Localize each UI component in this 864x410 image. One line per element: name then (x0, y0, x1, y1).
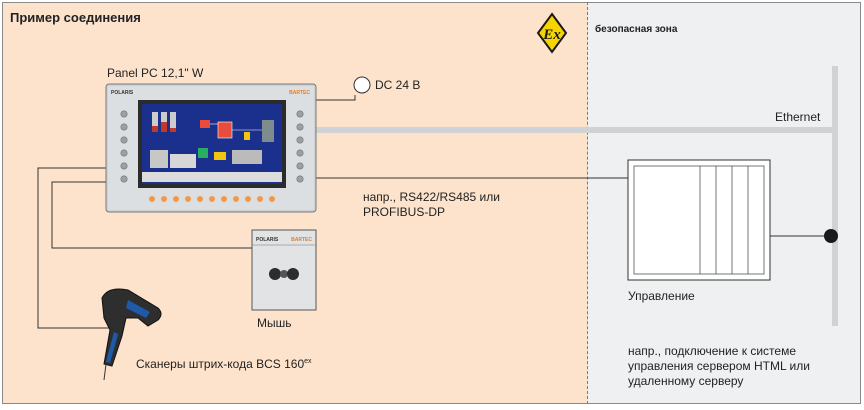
serial-interface-label-line1: напр., RS422/RS485 или (363, 190, 500, 204)
ex-mark-icon: Ex (536, 12, 568, 54)
mouse-model-text: BARTEC (291, 237, 312, 243)
note-line3: удаленному серверу (628, 374, 744, 388)
note-line2: управления сервером HTML или (628, 359, 810, 373)
mouse-left-button (269, 268, 281, 280)
mouse-brand-text: POLARIS (256, 237, 279, 243)
ethernet-bus (316, 127, 832, 133)
panel-pc-device: POLARIS BARTEC (105, 83, 317, 213)
function-key-row (149, 196, 275, 202)
scanner-cable (37, 167, 116, 329)
panel-pc-label: Panel PC 12,1" W (107, 66, 204, 80)
serial-interface-label-line2: PROFIBUS-DP (363, 205, 446, 219)
control-label: Управление (628, 289, 695, 303)
right-key-column (296, 110, 304, 183)
mouse-cable (51, 181, 252, 249)
mouse-device: POLARIS BARTEC (251, 229, 317, 311)
ethernet-junction-dot (824, 229, 838, 243)
control-unit (627, 159, 771, 281)
ethernet-backbone (832, 66, 838, 326)
scanner-label-superscript: ex (304, 358, 312, 365)
panel-brand-text: POLARIS (111, 90, 134, 96)
barcode-scanner-icon (101, 288, 162, 381)
ethernet-label: Ethernet (775, 110, 821, 124)
hazardous-zone-title: Пример соединения (10, 10, 141, 25)
dc-supply-label: DC 24 В (375, 78, 421, 92)
dc-supply-line (316, 95, 356, 101)
mouse-label: Мышь (257, 316, 292, 330)
dc-supply-terminal-icon (353, 76, 371, 94)
left-key-column (120, 110, 128, 183)
note-line1: напр., подключение к системе (628, 344, 797, 358)
panel-model-text: BARTEC (289, 90, 310, 96)
safe-zone-title: безопасная зона (595, 24, 678, 35)
mouse-right-button (287, 268, 299, 280)
wiring (37, 95, 829, 329)
scanner-label-main: Сканеры штрих-кода BCS 160 (136, 357, 305, 371)
ex-mark-text: Ex (542, 27, 561, 43)
scanner-label: Сканеры штрих-кода BCS 160ex (136, 357, 312, 371)
zone-boundary-line (587, 2, 588, 404)
